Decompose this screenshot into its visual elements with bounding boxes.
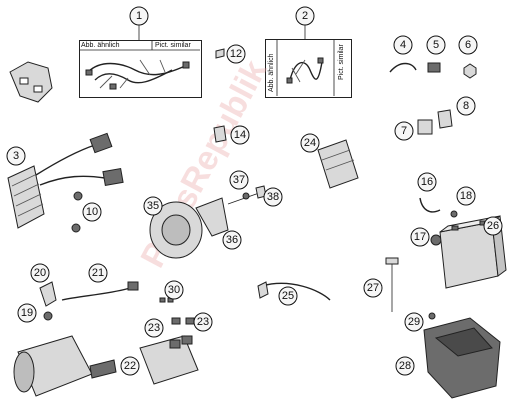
svg-text:20: 20 bbox=[34, 267, 46, 279]
svg-text:2: 2 bbox=[302, 10, 308, 22]
screw-10 bbox=[71, 191, 83, 233]
svg-text:26: 26 bbox=[487, 220, 499, 232]
svg-text:8: 8 bbox=[463, 100, 469, 112]
svg-text:3: 3 bbox=[13, 150, 19, 162]
svg-text:28: 28 bbox=[399, 360, 411, 372]
callout-1: 1 bbox=[129, 6, 149, 26]
svg-text:12: 12 bbox=[230, 48, 242, 60]
callout-14: 14 bbox=[230, 125, 250, 145]
starter-cable-21 bbox=[39, 281, 139, 307]
screw-29 bbox=[428, 312, 436, 320]
nut-6 bbox=[463, 63, 477, 79]
callout-36: 36 bbox=[222, 230, 242, 250]
callout-22: 22 bbox=[120, 356, 140, 376]
callout-8: 8 bbox=[456, 96, 476, 116]
svg-text:1: 1 bbox=[136, 10, 142, 22]
callout-6: 6 bbox=[458, 35, 478, 55]
svg-text:21: 21 bbox=[92, 267, 104, 279]
svg-text:37: 37 bbox=[233, 174, 245, 186]
svg-text:27: 27 bbox=[367, 282, 379, 294]
svg-text:18: 18 bbox=[460, 190, 472, 202]
callout-20: 20 bbox=[30, 263, 50, 283]
starter-motor bbox=[13, 335, 117, 397]
svg-text:29: 29 bbox=[408, 316, 420, 328]
callout-16: 16 bbox=[417, 172, 437, 192]
callout-2: 2 bbox=[295, 6, 315, 26]
fuse-23-b bbox=[185, 317, 195, 325]
screw-12 bbox=[215, 48, 225, 59]
callout-26: 26 bbox=[483, 216, 503, 236]
svg-text:36: 36 bbox=[226, 234, 238, 246]
clip-14 bbox=[213, 125, 227, 143]
voltage-regulator bbox=[7, 132, 124, 229]
cable-lug-25 bbox=[257, 281, 269, 299]
svg-text:30: 30 bbox=[168, 284, 180, 296]
ground-cable-25 bbox=[261, 282, 331, 301]
nut-19 bbox=[43, 311, 53, 321]
mounting-bracket bbox=[9, 61, 53, 103]
callout-12: 12 bbox=[226, 44, 246, 64]
svg-text:14: 14 bbox=[234, 129, 246, 141]
holder-8 bbox=[437, 109, 453, 129]
svg-text:35: 35 bbox=[147, 200, 159, 212]
callout-30: 30 bbox=[164, 280, 184, 300]
callout-28: 28 bbox=[395, 356, 415, 376]
svg-text:17: 17 bbox=[414, 231, 426, 243]
svg-text:6: 6 bbox=[465, 39, 471, 51]
fuse-holder-5 bbox=[427, 62, 441, 73]
box1-caption-left: Abb. ähnlich bbox=[81, 42, 120, 49]
picture-similar-box-2 bbox=[265, 39, 352, 98]
svg-text:5: 5 bbox=[433, 39, 439, 51]
svg-text:10: 10 bbox=[86, 206, 98, 218]
main-wiring-harness bbox=[85, 59, 190, 90]
callout-7: 7 bbox=[394, 121, 414, 141]
horn-35 bbox=[149, 191, 263, 259]
callout-17: 17 bbox=[410, 227, 430, 247]
svg-text:24: 24 bbox=[304, 137, 316, 149]
callout-24: 24 bbox=[300, 133, 320, 153]
callout-5: 5 bbox=[426, 35, 446, 55]
wire-bracket-27 bbox=[385, 257, 399, 312]
control-unit-24 bbox=[317, 139, 359, 189]
callout-35: 35 bbox=[143, 196, 163, 216]
svg-text:16: 16 bbox=[421, 176, 433, 188]
starter-relay-22 bbox=[139, 335, 199, 385]
callout-37: 37 bbox=[229, 170, 249, 190]
callout-23-right: 23 bbox=[193, 312, 213, 332]
battery-cable-16 bbox=[419, 197, 441, 213]
screw-17 bbox=[430, 234, 442, 246]
callout-38: 38 bbox=[263, 187, 283, 207]
nut-18 bbox=[450, 210, 458, 218]
callout-10: 10 bbox=[82, 202, 102, 222]
svg-text:38: 38 bbox=[267, 191, 279, 203]
callout-27: 27 bbox=[363, 278, 383, 298]
svg-text:7: 7 bbox=[401, 125, 407, 137]
callout-21: 21 bbox=[88, 263, 108, 283]
svg-text:25: 25 bbox=[282, 290, 294, 302]
callout-23-left: 23 bbox=[144, 318, 164, 338]
callout-19: 19 bbox=[17, 303, 37, 323]
svg-text:19: 19 bbox=[21, 307, 33, 319]
relay-7 bbox=[417, 119, 433, 135]
fuse-23-a bbox=[171, 317, 181, 325]
cable-tie-4 bbox=[389, 62, 417, 73]
callout-4: 4 bbox=[393, 35, 413, 55]
callout-25: 25 bbox=[278, 286, 298, 306]
callout-18: 18 bbox=[456, 186, 476, 206]
box1-caption-right: Pict. similar bbox=[155, 42, 191, 49]
nut-37 bbox=[242, 192, 250, 200]
svg-text:4: 4 bbox=[400, 39, 406, 51]
svg-text:23: 23 bbox=[148, 322, 160, 334]
sub-wiring-harness bbox=[286, 57, 324, 84]
battery-cover-28 bbox=[423, 317, 501, 399]
callout-3: 3 bbox=[6, 146, 26, 166]
callout-29: 29 bbox=[404, 312, 424, 332]
svg-text:22: 22 bbox=[124, 360, 136, 372]
svg-text:23: 23 bbox=[197, 316, 209, 328]
